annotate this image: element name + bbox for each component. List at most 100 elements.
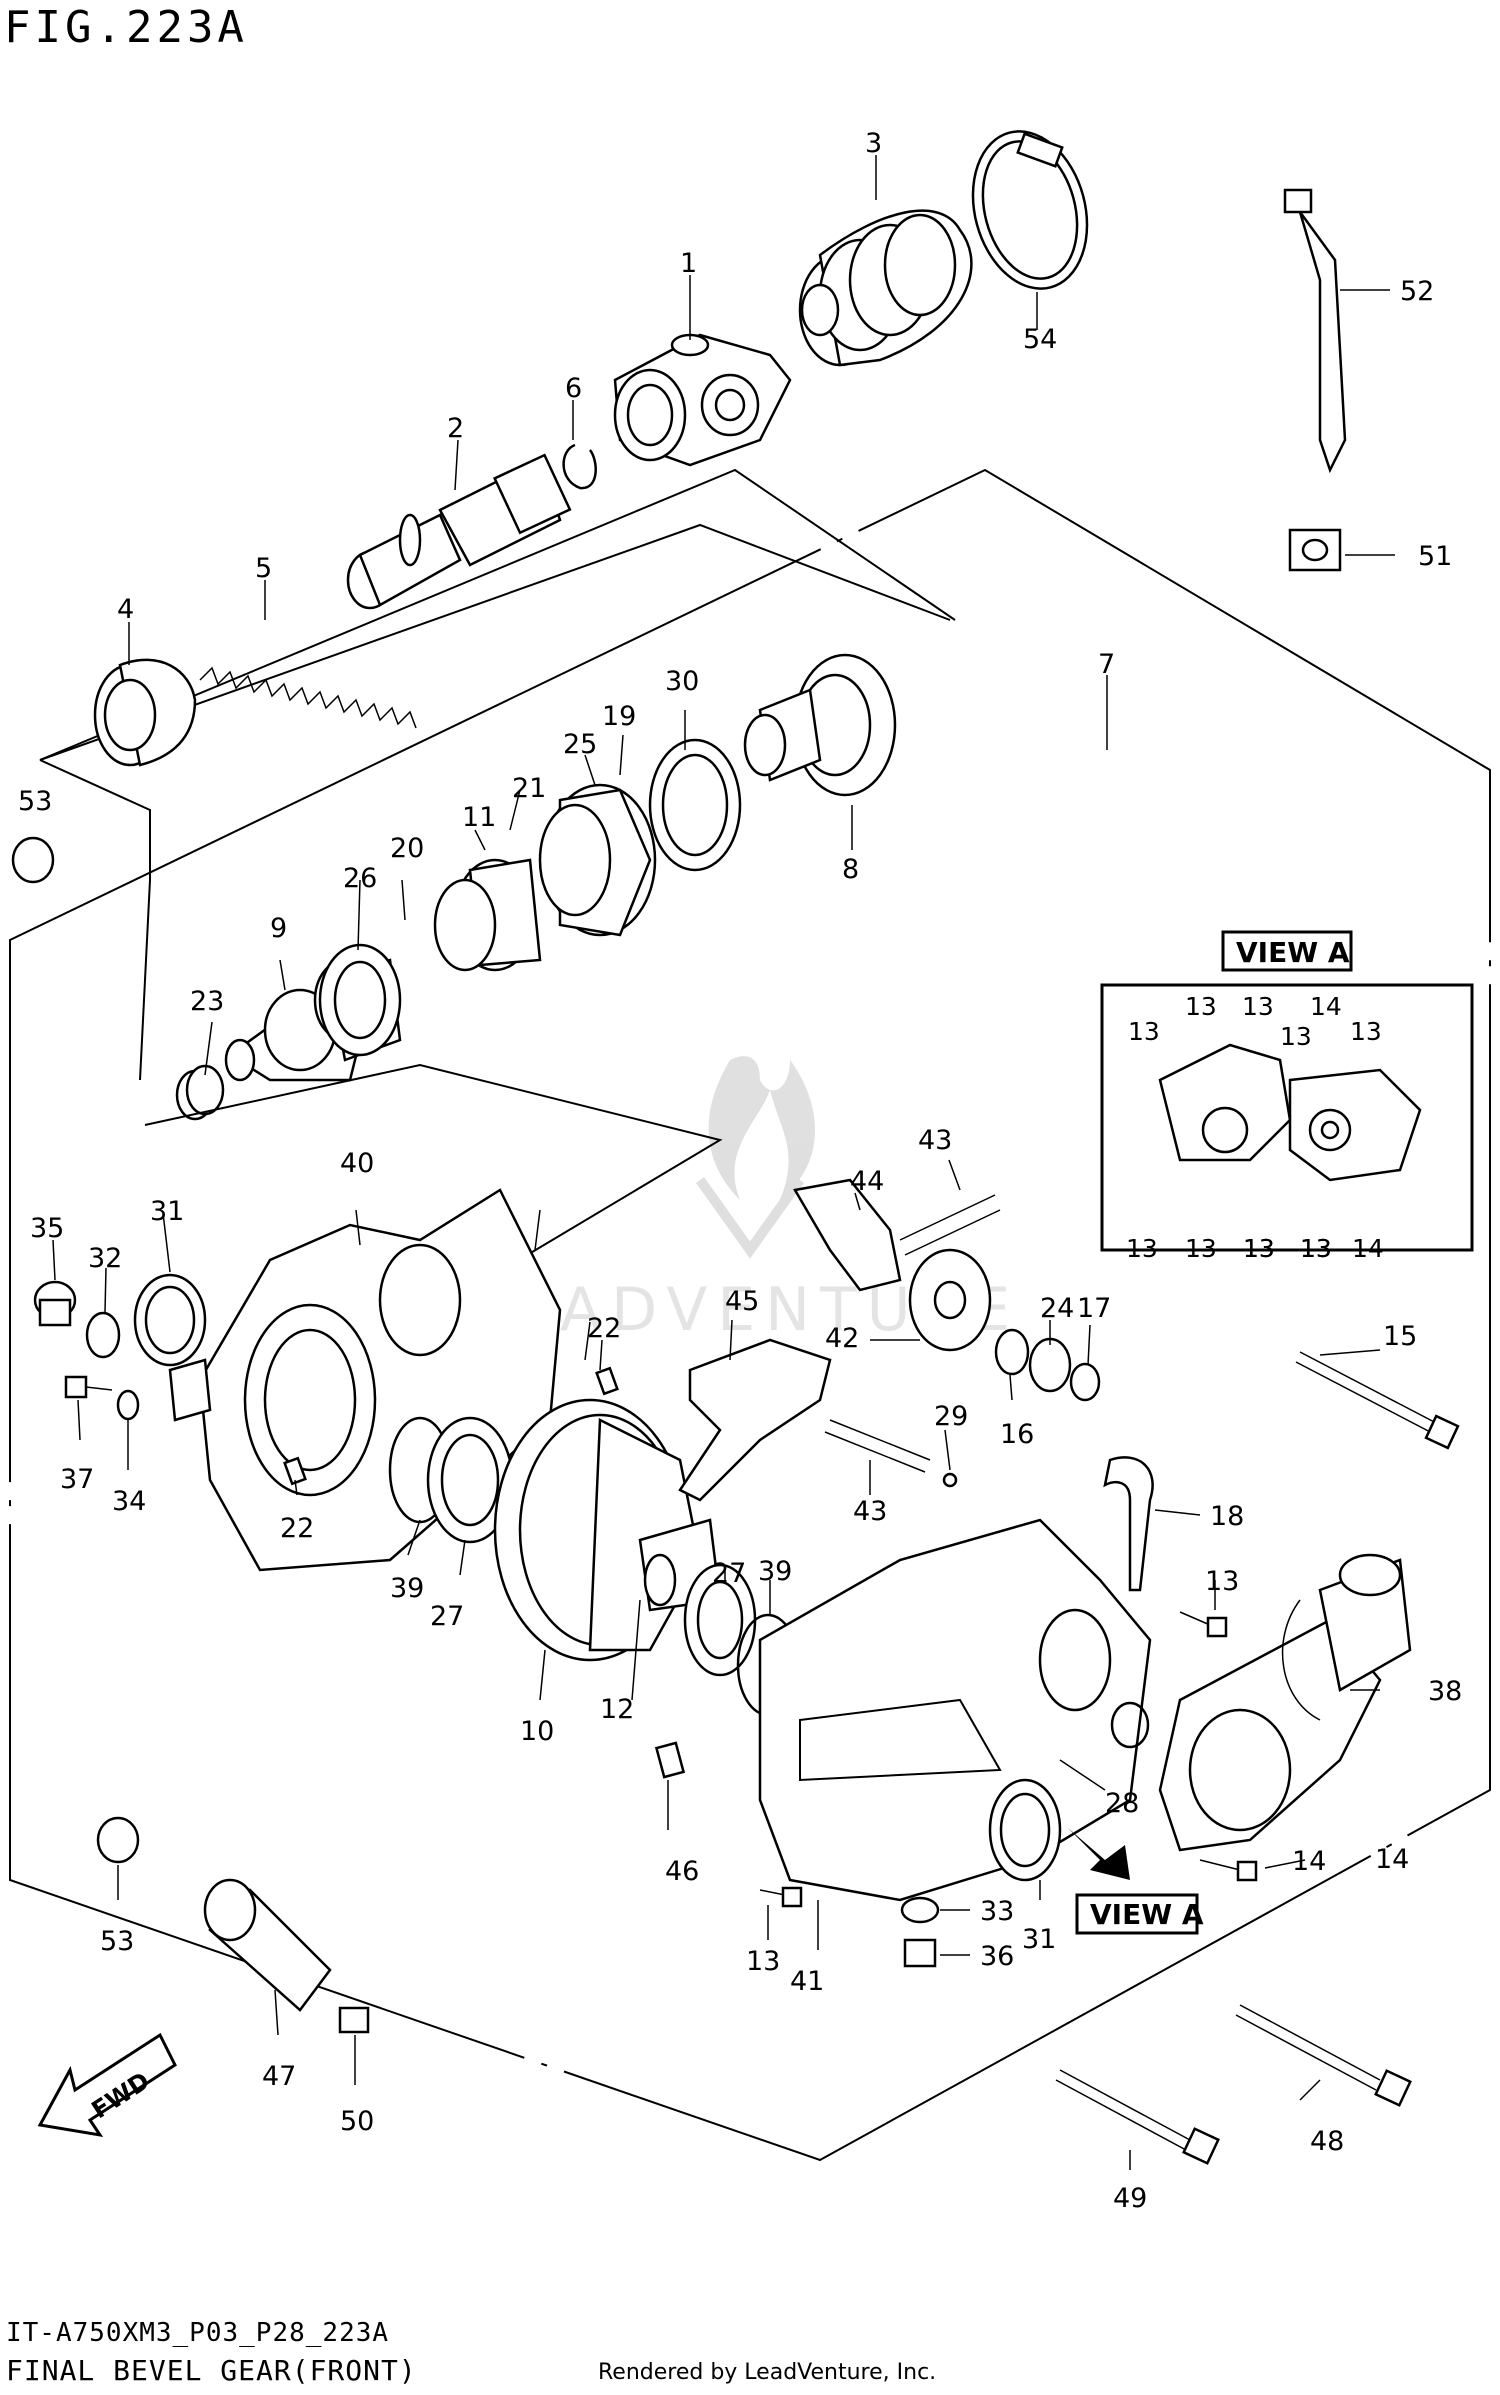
part-bracket-18: [1103, 1456, 1154, 1592]
pinion-group-outline: [144, 1063, 723, 1311]
part-shift-cam: [908, 1248, 992, 1352]
part-universal-joint: [613, 333, 792, 467]
callout-35: 35: [30, 1213, 64, 1244]
callout-46: 46: [665, 1856, 699, 1887]
part-bolt-13-upper: [1179, 1611, 1228, 1638]
shaft-group-outline: [39, 523, 951, 761]
part-shift-fork-45: [678, 1338, 832, 1502]
part-bolt-37: [64, 1375, 113, 1399]
view-a-label-14: 14: [1352, 1234, 1384, 1263]
callout-19: 19: [602, 701, 636, 732]
part-bearing-27-left: [426, 1416, 514, 1544]
callout-39: 39: [390, 1573, 424, 1604]
part-bolt-15: [1295, 1351, 1460, 1450]
callout-18: 18: [1210, 1501, 1244, 1532]
part-shift-fork-44: [793, 1178, 902, 1292]
fwd-arrow: FWD: [37, 2032, 177, 2138]
callout-27: 27: [430, 1601, 464, 1632]
callout-6: 6: [565, 373, 582, 404]
callout-28: 28: [1105, 1788, 1139, 1819]
callout-23: 23: [190, 986, 224, 1017]
view-a-label-13: 13: [1300, 1234, 1332, 1263]
diagram-code: IT-A750XM3_P03_P28_223A: [6, 2318, 390, 2348]
callout-45: 45: [725, 1286, 759, 1317]
part-o-ring-28: [1110, 1701, 1150, 1749]
part-circlip-16: [994, 1328, 1030, 1376]
part-seal-31-left: [133, 1273, 207, 1367]
part-clip-50: [338, 2006, 370, 2034]
view-a-callout-label: VIEW A: [1090, 1898, 1204, 1931]
part-shaft-43-bottom: [824, 1419, 931, 1473]
callout-37: 37: [60, 1464, 94, 1495]
callout-44: 44: [850, 1166, 884, 1197]
part-plug-35: [33, 1280, 77, 1327]
part-nut-53-top: [11, 836, 55, 884]
callout-14: 14: [1375, 1844, 1409, 1875]
callout-27: 27: [712, 1558, 746, 1589]
callout-49: 49: [1113, 2183, 1147, 2214]
callout-34: 34: [112, 1486, 146, 1517]
render-credit: Rendered by LeadVenture, Inc.: [598, 2360, 937, 2385]
view-a-label-13: 13: [1350, 1017, 1382, 1046]
callout-33: 33: [980, 1896, 1014, 1927]
view-a-title: VIEW A: [1236, 936, 1350, 969]
callout-31: 31: [150, 1196, 184, 1227]
callout-10: 10: [520, 1716, 554, 1747]
callout-13: 13: [746, 1946, 780, 1977]
leader-lines: [52, 155, 1395, 2170]
callout-8: 8: [842, 854, 859, 885]
callout-3: 3: [865, 128, 882, 159]
part-bolt-13-lower: [759, 1886, 803, 1908]
part-right-case: [758, 1518, 1152, 1902]
view-a-label-13: 13: [1126, 1234, 1158, 1263]
part-oil-seal: [648, 738, 742, 872]
part-dowel-22b: [283, 1456, 307, 1486]
callout-22: 22: [280, 1513, 314, 1544]
callout-31: 31: [1022, 1924, 1056, 1955]
group-outline: [9, 468, 1491, 2162]
callout-21: 21: [512, 773, 546, 804]
part-collar: [433, 858, 542, 972]
part-bolt-48: [1235, 2004, 1412, 2107]
part-dowel-22a: [595, 1366, 619, 1396]
part-cup: [93, 658, 197, 767]
part-circlip-17: [1069, 1362, 1101, 1402]
callout-41: 41: [790, 1966, 824, 1997]
part-clamp-51: [1288, 528, 1342, 572]
callout-labels: 1234567891011121314151617181920212222232…: [18, 128, 1462, 2214]
view-a-label-13: 13: [1243, 1234, 1275, 1263]
callout-29: 29: [934, 1401, 968, 1432]
view-a-label-13: 13: [1185, 992, 1217, 1021]
view-a-label-13: 13: [1128, 1017, 1160, 1046]
callout-11: 11: [462, 802, 496, 833]
view-a-label-13: 13: [1243, 1234, 1275, 1263]
callout-47: 47: [262, 2061, 296, 2092]
part-bearing-24: [1028, 1337, 1072, 1393]
callout-53: 53: [18, 786, 52, 817]
callout-15: 15: [1383, 1321, 1417, 1352]
callout-51: 51: [1418, 541, 1452, 572]
part-bolt-49: [1055, 2069, 1220, 2165]
figure-title: FIG.223A: [4, 2, 248, 53]
callout-24: 24: [1040, 1293, 1074, 1324]
part-shaft-43-top: [899, 1194, 1001, 1256]
callout-54: 54: [1023, 324, 1057, 355]
part-pinion-flange: [743, 653, 897, 797]
view-a-label-13: 13: [1300, 1234, 1332, 1263]
diagram-name: FINAL BEVEL GEAR(FRONT): [6, 2354, 417, 2387]
part-bearing-25: [538, 783, 657, 937]
callout-13: 13: [1205, 1566, 1239, 1597]
callout-22: 22: [587, 1313, 621, 1344]
part-washer-33: [900, 1896, 940, 1924]
part-bearing-27-right: [683, 1563, 757, 1677]
view-a-label-13: 13: [1185, 1234, 1217, 1263]
callout-17: 17: [1077, 1293, 1111, 1324]
view-a-label-13: 13: [1242, 992, 1274, 1021]
callout-14: 14: [1292, 1846, 1326, 1877]
callout-20: 20: [390, 833, 424, 864]
callout-1: 1: [680, 248, 697, 279]
callout-25: 25: [563, 729, 597, 760]
watermark-logo: [695, 1056, 815, 1259]
